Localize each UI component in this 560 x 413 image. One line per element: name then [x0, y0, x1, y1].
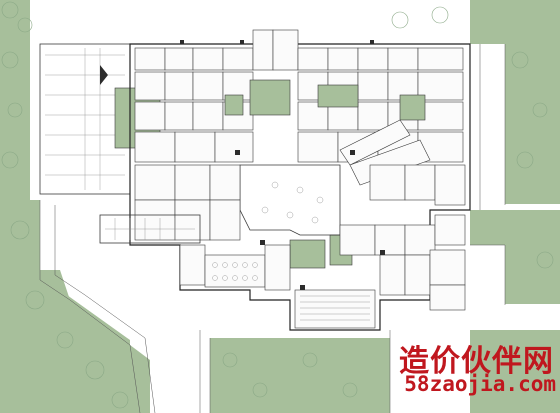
courtyards	[224, 79, 426, 269]
green-lawn-left	[0, 200, 130, 413]
rooms-middle	[134, 164, 466, 256]
green-strip-right-lower	[505, 224, 560, 304]
trees	[1, 1, 554, 409]
green-strip-left	[0, 0, 30, 200]
green-bottom-band	[210, 338, 390, 413]
column-markers	[180, 40, 385, 290]
green-strip-right	[505, 44, 560, 204]
west-wing	[99, 214, 201, 244]
watermark-url-prefix: 58	[404, 372, 430, 396]
rooms-lower	[179, 244, 466, 329]
watermark-url-suffix: zaojia.com	[429, 372, 556, 396]
watermark-title: 造价伙伴网	[399, 344, 554, 379]
watermark-url: 58zaojia.com	[404, 372, 556, 396]
